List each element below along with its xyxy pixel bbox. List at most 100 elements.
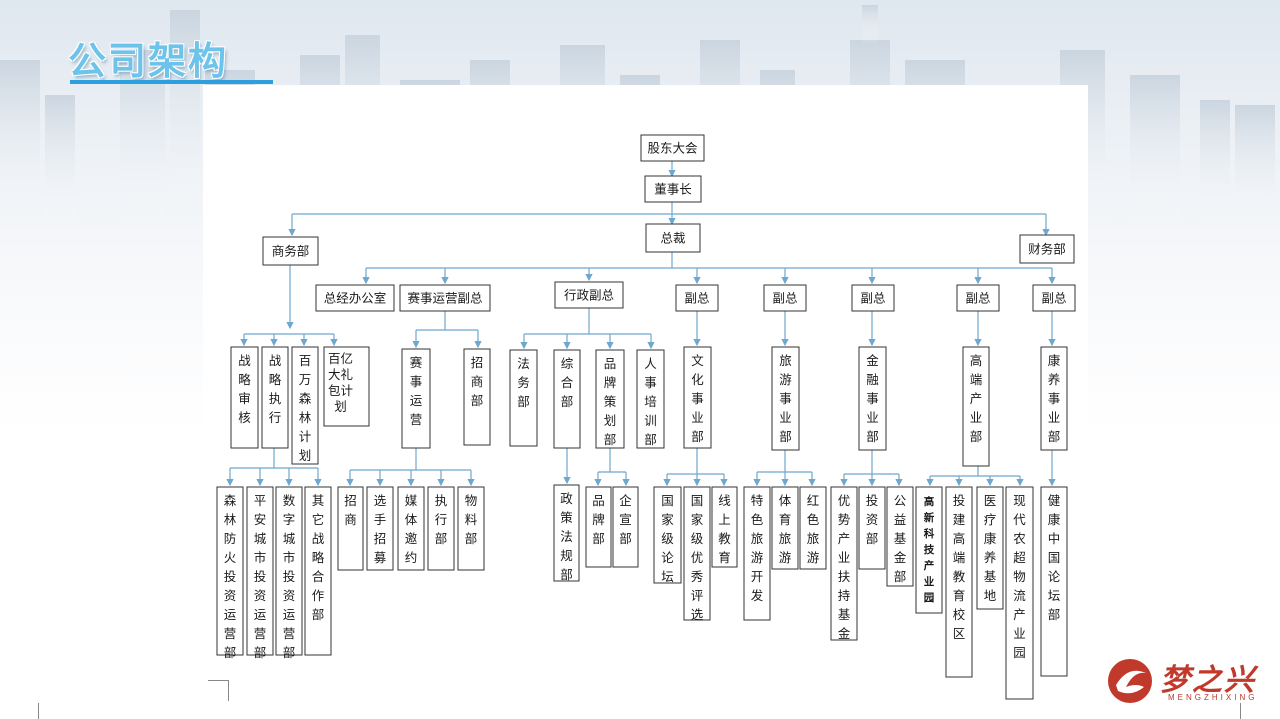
org-node-label: 商务部 [272,244,310,259]
org-node-hongse: 红色旅游 [799,486,827,570]
org-node-label: 数字城市投资运营部 [283,493,296,660]
org-node-jinrong: 金融事业部 [858,346,887,451]
org-node-label: 执行部 [435,493,448,546]
org-node-label: 董事长 [654,182,692,197]
org-node-label: 国家级论坛 [661,493,674,584]
org-node-label: 副总 [860,291,885,306]
connector-lines [226,161,1056,487]
org-node-fuzong1: 副总 [675,284,719,312]
org-node-label: 康养事业部 [1048,353,1061,444]
org-node-fuzong2: 副总 [763,284,807,312]
org-node-zhengce: 政策法规部 [553,484,580,582]
org-node-pinpai-cehua: 品牌策划部 [595,349,625,449]
org-node-label: 健康中国论坛部 [1048,493,1061,622]
org-node-zhixing: 执行部 [427,486,455,571]
org-node-label: 旅游事业部 [779,353,792,444]
org-node-label: 副总 [684,291,709,306]
org-node-tese: 特色旅游开发 [743,486,771,621]
org-node-label: 投建高端教育校区 [953,493,966,641]
crop-mark-left [208,680,229,701]
org-node-fuzong4: 副总 [956,284,1000,312]
org-node-label: 财务部 [1028,242,1066,257]
org-node-label: 优势产业扶持基金 [838,493,851,641]
org-node-wenhua: 文化事业部 [683,346,712,449]
org-node-label: 平安城市投资运营部 [254,493,267,660]
org-node-shangwu: 商务部 [262,236,319,266]
org-node-pinpai-bu: 品牌部 [585,486,612,568]
org-node-lvyou: 旅游事业部 [771,346,800,451]
org-node-renshi-peixun: 人事培训部 [636,349,665,449]
org-node-label: 法务部 [517,356,530,409]
org-node-tiyu: 体育旅游 [771,486,799,570]
org-node-wuliao: 物料部 [457,486,485,571]
org-node-label: 企宣部 [619,493,632,546]
org-node-label: 体育旅游 [779,493,792,565]
org-node-label: 投资部 [866,493,879,546]
org-node-qixuan: 企宣部 [612,486,639,568]
org-node-zhanlue-shenhe: 战略审核 [230,346,259,449]
org-node-baiwan-senlin: 百万森林计划 [291,346,319,465]
org-node-label: 赛事运营副总 [407,291,482,306]
org-node-label: 公益基金部 [894,493,907,584]
org-node-label: 人事培训部 [644,356,657,447]
org-node-label: 森林防火投资运营部 [224,493,237,660]
org-node-saishi-yunying: 赛事运营 [401,348,431,449]
crop-mark-bottom-right [1240,703,1263,719]
org-node-youshi: 优势产业扶持基金 [830,486,858,641]
org-node-gaoduan: 高端产业部 [962,346,990,467]
org-node-baiyi-dali: 百亿大礼包计划 [323,346,370,427]
org-node-yiliao: 医疗康养基地 [976,486,1004,610]
brand-logo: 梦之兴 MENGZHIXING [1106,655,1266,707]
org-node-label: 选手招募 [374,493,387,565]
org-node-label: 股东大会 [647,141,698,156]
org-node-label: 红色旅游 [807,493,820,565]
org-node-label: 品牌策划部 [604,356,617,447]
org-node-label: 文化事业部 [691,353,704,444]
org-node-label: 国家级优秀评选 [691,493,704,622]
org-node-zongjingban: 总经办公室 [315,284,395,312]
org-node-kangyang: 康养事业部 [1040,346,1068,451]
org-node-fuzong5: 副总 [1032,284,1076,312]
org-node-label: 物料部 [465,493,478,546]
logo-emblem-icon [1108,659,1152,703]
org-node-meiti: 媒体邀约 [397,486,425,571]
org-node-label: 副总 [772,291,797,306]
org-node-label: 政策法规部 [560,491,573,582]
org-node-label: 副总 [965,291,990,306]
org-node-senlin-fanghuo: 森林防火投资运营部 [216,486,244,660]
org-node-caiwu: 财务部 [1019,234,1075,264]
org-node-saishi-fuzong: 赛事运营副总 [399,284,491,312]
org-node-label: 总裁 [660,231,685,246]
org-node-label: 行政副总 [564,288,614,303]
org-node-label: 百万森林计划 [299,353,312,463]
org-node-zongcai: 总裁 [645,223,701,253]
org-node-luntan: 国家级论坛 [653,486,682,584]
org-node-zhanlue-zhixing: 战略执行 [261,346,289,449]
org-node-label: 总经办公室 [324,291,387,306]
org-node-label: 线上教育 [718,493,731,565]
org-node-zhaoshang: 招商 [337,486,364,571]
org-node-touzi-jiaoyu: 投建高端教育校区 [945,486,973,678]
org-node-label: 赛事运营 [410,355,423,427]
org-node-gongyi: 公益基金部 [886,486,914,587]
org-node-xingzheng-fuzong: 行政副总 [554,281,624,309]
org-node-gaoxin: 高新科技产业园 [915,486,943,614]
org-node-xiandai: 现代农超物流产业园 [1005,486,1034,700]
org-node-label: 媒体邀约 [405,493,418,565]
logo-text: 梦之兴 [1160,663,1256,698]
org-node-fawu: 法务部 [509,349,538,447]
title-underline [70,80,273,84]
org-node-qita-zhanlue: 其它战略合作部 [304,486,332,656]
org-node-label: 特色旅游开发 [751,493,764,603]
org-node-touzi: 投资部 [858,486,886,570]
org-node-label: 医疗康养基地 [984,493,997,603]
org-node-shuzi-chengshi: 数字城市投资运营部 [275,486,303,660]
org-node-label: 副总 [1041,291,1066,306]
org-node-label: 招商部 [471,355,484,408]
org-node-label: 现代农超物流产业园 [1013,493,1026,660]
org-node-gudong: 股东大会 [640,134,705,162]
org-node-dongshi: 董事长 [644,175,702,203]
org-node-youxiu: 国家级优秀评选 [683,486,711,622]
